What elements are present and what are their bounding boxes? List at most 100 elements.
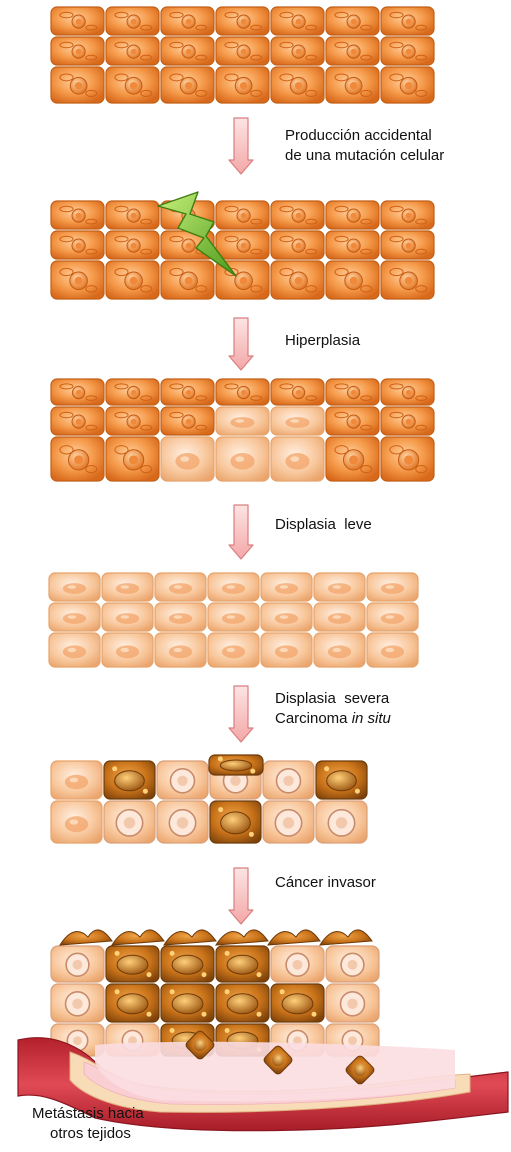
mild-row1-cell-2 xyxy=(155,573,206,601)
hyper-row2-cell-4 xyxy=(271,407,324,435)
invasive-row1-cell-2 xyxy=(161,946,214,982)
arrow-to-invasive xyxy=(229,868,253,924)
mild-row3-cell-2 xyxy=(155,633,206,667)
tissue-hyperplasia xyxy=(51,379,434,481)
mild-row3-cell-0 xyxy=(49,633,100,667)
severe-row2-cell-5 xyxy=(316,801,367,843)
arrow-to-hyperplasia xyxy=(229,318,253,370)
normal-row3-cell-0 xyxy=(51,67,104,103)
normal-row1-cell-4 xyxy=(271,7,324,35)
mild-row1-cell-5 xyxy=(314,573,365,601)
tissue-invasive xyxy=(51,930,379,1056)
invasive-top-bump-4 xyxy=(268,930,320,945)
normal-row2-cell-3 xyxy=(216,37,269,65)
mild-row2-cell-1 xyxy=(102,603,153,631)
caption-carcinoma-in-situ: Carcinoma in situ xyxy=(275,709,391,728)
mild-row2-cell-3 xyxy=(208,603,259,631)
normal-row2-cell-4 xyxy=(271,37,324,65)
hyper-row1-cell-6 xyxy=(381,379,434,405)
mutation-row2-cell-0 xyxy=(51,231,104,259)
hyper-row1-cell-0 xyxy=(51,379,104,405)
hyper-row2-cell-3 xyxy=(216,407,269,435)
invasive-top-bump-1 xyxy=(112,930,164,945)
mild-row1-cell-3 xyxy=(208,573,259,601)
normal-row2-cell-5 xyxy=(326,37,379,65)
caption-hyperplasia: Hiperplasia xyxy=(285,331,360,350)
mutation-row1-cell-4 xyxy=(271,201,324,229)
severe-row2-cell-3 xyxy=(210,801,261,843)
caption-metastasis-line2: otros tejidos xyxy=(50,1124,131,1143)
normal-row1-cell-5 xyxy=(326,7,379,35)
caption-mutation-line2: de una mutación celular xyxy=(285,146,444,165)
hyper-row3-cell-6 xyxy=(381,437,434,481)
mutation-row2-cell-5 xyxy=(326,231,379,259)
invasive-row1-cell-5 xyxy=(326,946,379,982)
hyper-row2-cell-2 xyxy=(161,407,214,435)
invasive-row1-cell-4 xyxy=(271,946,324,982)
tissue-mutation xyxy=(51,201,434,299)
hyper-row3-cell-5 xyxy=(326,437,379,481)
normal-row2-cell-6 xyxy=(381,37,434,65)
mutation-row1-cell-1 xyxy=(106,201,159,229)
invasive-row2-cell-3 xyxy=(216,984,269,1022)
severe-top-cancer-cell xyxy=(209,755,263,775)
hyper-row1-cell-2 xyxy=(161,379,214,405)
invasive-row1-cell-3 xyxy=(216,946,269,982)
mutation-row1-cell-0 xyxy=(51,201,104,229)
invasive-row2-cell-4 xyxy=(271,984,324,1022)
mutation-row3-cell-1 xyxy=(106,261,159,299)
invasive-row2-cell-1 xyxy=(106,984,159,1022)
mutation-row3-cell-6 xyxy=(381,261,434,299)
mild-row2-cell-0 xyxy=(49,603,100,631)
mild-row1-cell-0 xyxy=(49,573,100,601)
mutation-row1-cell-3 xyxy=(216,201,269,229)
mild-row3-cell-6 xyxy=(367,633,418,667)
invasive-top-bump-5 xyxy=(320,930,372,945)
normal-row3-cell-2 xyxy=(161,67,214,103)
hyper-row1-cell-1 xyxy=(106,379,159,405)
mutation-row2-cell-1 xyxy=(106,231,159,259)
mutation-row2-cell-6 xyxy=(381,231,434,259)
normal-row3-cell-4 xyxy=(271,67,324,103)
hyper-row1-cell-5 xyxy=(326,379,379,405)
mild-row1-cell-4 xyxy=(261,573,312,601)
mutation-row3-cell-0 xyxy=(51,261,104,299)
caption-invasive-cancer: Cáncer invasor xyxy=(275,873,376,892)
mild-row3-cell-5 xyxy=(314,633,365,667)
tissue-mild-dysplasia xyxy=(49,573,418,667)
mutation-row3-cell-4 xyxy=(271,261,324,299)
severe-row2-cell-4 xyxy=(263,801,314,843)
invasive-row2-cell-2 xyxy=(161,984,214,1022)
normal-row1-cell-1 xyxy=(106,7,159,35)
normal-row1-cell-3 xyxy=(216,7,269,35)
severe-row2-cell-1 xyxy=(104,801,155,843)
caption-mutation-line1: Producción accidental xyxy=(285,126,432,145)
hyper-row1-cell-3 xyxy=(216,379,269,405)
mild-row1-cell-1 xyxy=(102,573,153,601)
invasive-top-bump-0 xyxy=(60,930,112,945)
invasive-row1-cell-1 xyxy=(106,946,159,982)
normal-row2-cell-1 xyxy=(106,37,159,65)
hyper-row3-cell-0 xyxy=(51,437,104,481)
severe-row1-cell-4 xyxy=(263,761,314,799)
severe-row2-cell-0 xyxy=(51,801,102,843)
severe-row2-cell-2 xyxy=(157,801,208,843)
hyper-row2-cell-1 xyxy=(106,407,159,435)
mutation-row1-cell-5 xyxy=(326,201,379,229)
invasive-row2-cell-0 xyxy=(51,984,104,1022)
mild-row2-cell-6 xyxy=(367,603,418,631)
normal-row2-cell-0 xyxy=(51,37,104,65)
hyper-row3-cell-3 xyxy=(216,437,269,481)
mutation-row3-cell-2 xyxy=(161,261,214,299)
mutation-row1-cell-6 xyxy=(381,201,434,229)
caption-carcinoma-prefix: Carcinoma xyxy=(275,710,352,727)
hyper-row3-cell-2 xyxy=(161,437,214,481)
tissue-severe-dysplasia xyxy=(51,755,367,843)
severe-row1-cell-5 xyxy=(316,761,367,799)
invasive-top-bump-3 xyxy=(216,930,268,945)
mutation-row2-cell-4 xyxy=(271,231,324,259)
mutation-row2-cell-3 xyxy=(216,231,269,259)
invasive-row2-cell-5 xyxy=(326,984,379,1022)
